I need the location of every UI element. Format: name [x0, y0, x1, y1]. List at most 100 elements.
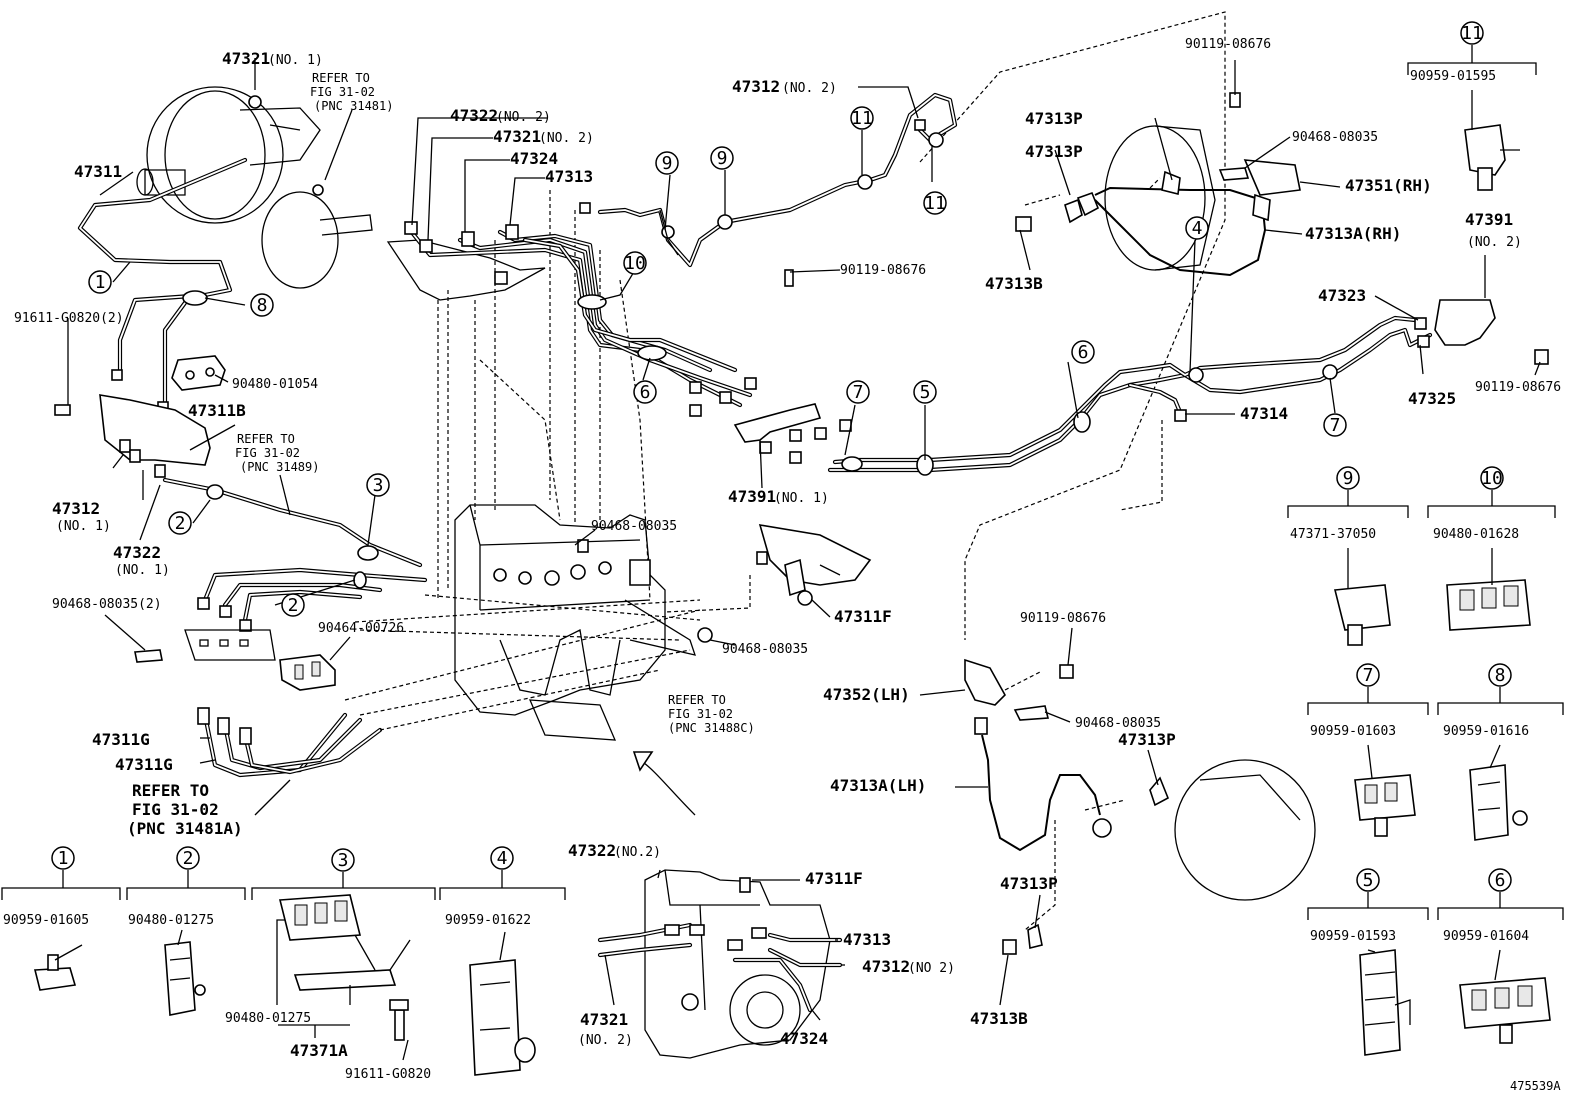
upper-right-pipes: [597, 92, 958, 268]
clip-90480-01054: [171, 355, 226, 391]
label-90468-08035-d: 90468-08035: [1075, 716, 1161, 731]
label-47322-no1: 47322: [113, 543, 161, 562]
label-47313p-a: 47313P: [1025, 109, 1083, 128]
legend-part: 90959-01604: [1443, 929, 1529, 944]
label-b-47313: 47313: [843, 930, 891, 949]
svg-text:6: 6: [1078, 342, 1089, 363]
svg-text:9: 9: [662, 153, 673, 174]
svg-text:3: 3: [373, 475, 384, 496]
svg-text:2: 2: [288, 595, 299, 616]
svg-text:7: 7: [1363, 665, 1374, 686]
label-47323: 47323: [1318, 286, 1366, 305]
label-47313p-c: 47313P: [1118, 730, 1176, 749]
mounting-plate: [134, 629, 276, 663]
svg-text:9: 9: [717, 148, 728, 169]
svg-text:8: 8: [1495, 665, 1506, 686]
legend-circle: 3: [331, 848, 355, 872]
svg-text:4: 4: [1192, 218, 1203, 239]
svg-text:5: 5: [920, 382, 931, 403]
label-47311b: 47311B: [188, 401, 246, 420]
callout-circle: 8: [250, 293, 274, 317]
svg-text:1: 1: [58, 848, 69, 869]
svg-text:10: 10: [624, 253, 646, 274]
callout-circle: 6: [1071, 340, 1095, 364]
svg-text:(NO. 2): (NO. 2): [539, 131, 594, 146]
svg-text:(NO. 2): (NO. 2): [578, 1033, 633, 1048]
label-47351-rh: 47351(RH): [1345, 176, 1432, 195]
callout-circle: 2: [281, 593, 305, 617]
legend-part: 90480-01275: [225, 1011, 311, 1026]
label-90119-08676-a: 90119-08676: [840, 263, 926, 278]
svg-text:7: 7: [1330, 415, 1341, 436]
svg-text:10: 10: [1481, 468, 1503, 489]
label-90468-08035-a: 90468-08035: [591, 519, 677, 534]
svg-text:7: 7: [853, 382, 864, 403]
label-90464-00726: 90464-00726: [318, 621, 404, 636]
callout-circle: 11: [1460, 21, 1484, 45]
legend-part: 90959-01595: [1410, 69, 1496, 84]
svg-text:FIG 31-02: FIG 31-02: [668, 707, 733, 721]
legend-part: 90480-01275: [128, 913, 214, 928]
label-91611-g0820: 91611-G0820: [345, 1067, 431, 1082]
legend-clip-art-right: [1333, 124, 1551, 1056]
callout-circle: 4: [1185, 216, 1209, 240]
svg-text:(NO 2): (NO 2): [908, 961, 955, 976]
callout-circle: 6: [633, 380, 657, 404]
label-47371a: 47371A: [290, 1041, 348, 1060]
part-labels: 47321 (NO. 1) REFER TO FIG 31-02 (PNC 31…: [14, 37, 1561, 1048]
svg-text:11: 11: [851, 108, 873, 129]
label-47312-no2: 47312: [732, 77, 780, 96]
svg-text:6: 6: [1495, 870, 1506, 891]
svg-text:(PNC 31489): (PNC 31489): [240, 460, 319, 474]
label-b-47321: 47321: [580, 1010, 628, 1029]
legend-part: 90480-01628: [1433, 527, 1519, 542]
label-47325: 47325: [1408, 389, 1456, 408]
label-47313a-lh: 47313A(LH): [830, 776, 926, 795]
abs-actuator-detail: [597, 751, 843, 1059]
bracket-47311b: [54, 394, 211, 478]
label-91611-g0820-2: 91611-G0820(2): [14, 311, 124, 326]
center-pipes: [386, 202, 753, 408]
svg-text:(NO.2): (NO.2): [614, 845, 661, 860]
svg-text:6: 6: [640, 382, 651, 403]
callout-circle: 7: [846, 380, 870, 404]
label-47311g-b: 47311G: [115, 755, 173, 774]
callout-circle: 9: [710, 146, 734, 170]
callout-circle: 11: [850, 106, 874, 130]
callouts: 1 8 3 2 2 9 9 11 11 10 6 7 5 6 4 7 11 1 …: [51, 21, 1512, 892]
svg-text:FIG 31-02: FIG 31-02: [132, 800, 219, 819]
svg-text:(PNC 31481A): (PNC 31481A): [127, 819, 243, 838]
label-90119-08676-d: 90119-08676: [1020, 611, 1106, 626]
label-47321-no2: 47321: [493, 127, 541, 146]
legend-circle: 8: [1488, 663, 1512, 687]
bracket-47391-no1-and-pipes: [689, 269, 1433, 476]
svg-text:(NO. 2): (NO. 2): [782, 81, 837, 96]
svg-text:(NO. 2): (NO. 2): [1467, 235, 1522, 250]
svg-text:REFER TO: REFER TO: [668, 693, 726, 707]
label-90119-08676-b: 90119-08676: [1185, 37, 1271, 52]
legend-circle: 9: [1336, 466, 1360, 490]
legend-part: 90959-01603: [1310, 724, 1396, 739]
svg-text:3: 3: [338, 850, 349, 871]
label-47391-no2: 47391: [1465, 210, 1513, 229]
label-90480-01054: 90480-01054: [232, 377, 318, 392]
label-47321-no1: 47321: [222, 49, 270, 68]
label-47313b-a: 47313B: [985, 274, 1043, 293]
label-b-47311f: 47311F: [805, 869, 863, 888]
label-47311: 47311: [74, 162, 122, 181]
svg-text:8: 8: [257, 295, 268, 316]
legend-circle: 7: [1356, 663, 1380, 687]
reference-lines: [344, 11, 1226, 931]
callout-circle: 1: [88, 270, 112, 294]
svg-text:(NO. 1): (NO. 1): [115, 563, 170, 578]
svg-text:1: 1: [95, 272, 106, 293]
svg-text:11: 11: [924, 193, 946, 214]
legend-circle: 6: [1488, 868, 1512, 892]
svg-text:5: 5: [1363, 870, 1374, 891]
label-47313p-b: 47313P: [1025, 142, 1083, 161]
svg-text:(PNC 31488C): (PNC 31488C): [668, 721, 755, 735]
svg-text:2: 2: [175, 513, 186, 534]
svg-text:4: 4: [497, 848, 508, 869]
legend-circle: 10: [1480, 466, 1504, 490]
